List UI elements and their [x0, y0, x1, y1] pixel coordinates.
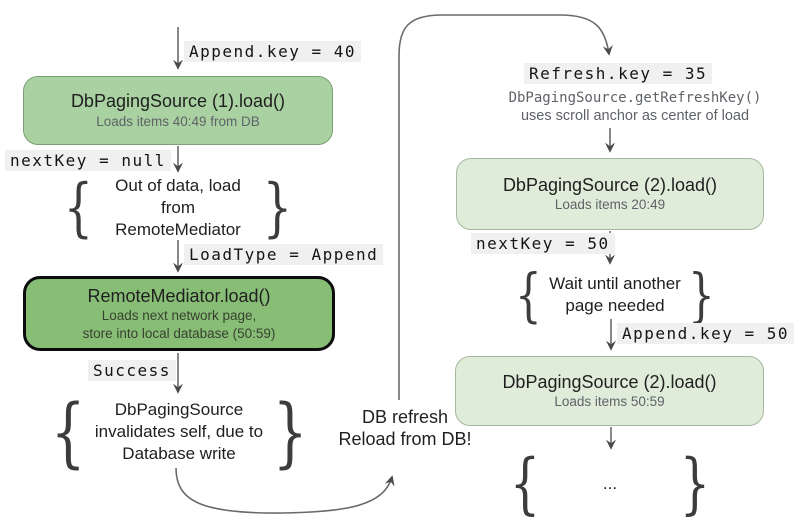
node-subtitle: Loads items 40:49 from DB — [96, 113, 260, 129]
remote-mediator-node: RemoteMediator.load() Loads next network… — [23, 276, 335, 351]
wait-annotation: { Wait until another page needed } — [510, 261, 720, 329]
annotation-text: Wait until another page needed — [549, 274, 681, 315]
node-title: DbPagingSource (1).load() — [70, 91, 286, 112]
append-key-40-label: Append.key = 40 — [184, 41, 361, 62]
invalidates-annotation: { DbPagingSource invalidates self, due t… — [44, 387, 314, 476]
db-refresh-note: DB refresh Reload from DB! — [338, 407, 472, 449]
node-title: RemoteMediator.load() — [87, 285, 271, 306]
node-subtitle: Loads items 50:59 — [554, 394, 665, 410]
next-key-null-label: nextKey = null — [5, 150, 171, 171]
arrow-reload-to-refreshkey — [398, 14, 613, 400]
open-brace-glyph: { — [509, 445, 541, 522]
scroll-anchor-note: uses scroll anchor as center of load — [520, 108, 750, 124]
open-brace-glyph: { — [50, 387, 86, 476]
node-subtitle: Loads next network page, store into loca… — [82, 308, 276, 341]
out-of-data-annotation: { Out of data, load from RemoteMediator … — [58, 171, 298, 245]
append-key-50-label: Append.key = 50 — [617, 323, 794, 344]
open-brace-glyph: { — [515, 261, 542, 329]
db-paging-source-1-node: DbPagingSource (1).load() Loads items 40… — [23, 76, 333, 145]
ellipsis-annotation: { ... } — [504, 445, 716, 522]
close-brace-glyph: } — [262, 171, 293, 245]
annotation-text: Out of data, load from RemoteMediator — [115, 176, 241, 239]
close-brace-glyph: } — [688, 261, 715, 329]
db-paging-source-2b-node: DbPagingSource (2).load() Loads items 50… — [455, 356, 764, 426]
load-type-append-label: LoadType = Append — [184, 244, 384, 265]
node-subtitle: Loads items 20:49 — [554, 197, 666, 213]
node-title: DbPagingSource (2).load() — [502, 174, 718, 195]
annotation-text: ... — [602, 474, 618, 494]
refresh-key-35-label: Refresh.key = 35 — [524, 63, 713, 84]
open-brace-glyph: { — [63, 171, 94, 245]
arrow-invalidate-to-reload — [175, 467, 395, 514]
success-label: Success — [88, 360, 176, 381]
next-key-50-label: nextKey = 50 — [471, 233, 615, 254]
close-brace-glyph: } — [272, 387, 308, 476]
get-refresh-key-note: DbPagingSource.getRefreshKey() — [508, 90, 762, 106]
node-title: DbPagingSource (2).load() — [502, 371, 717, 392]
db-paging-source-2-node: DbPagingSource (2).load() Loads items 20… — [456, 158, 764, 230]
annotation-text: DbPagingSource invalidates self, due to … — [94, 400, 264, 463]
close-brace-glyph: } — [679, 445, 711, 522]
